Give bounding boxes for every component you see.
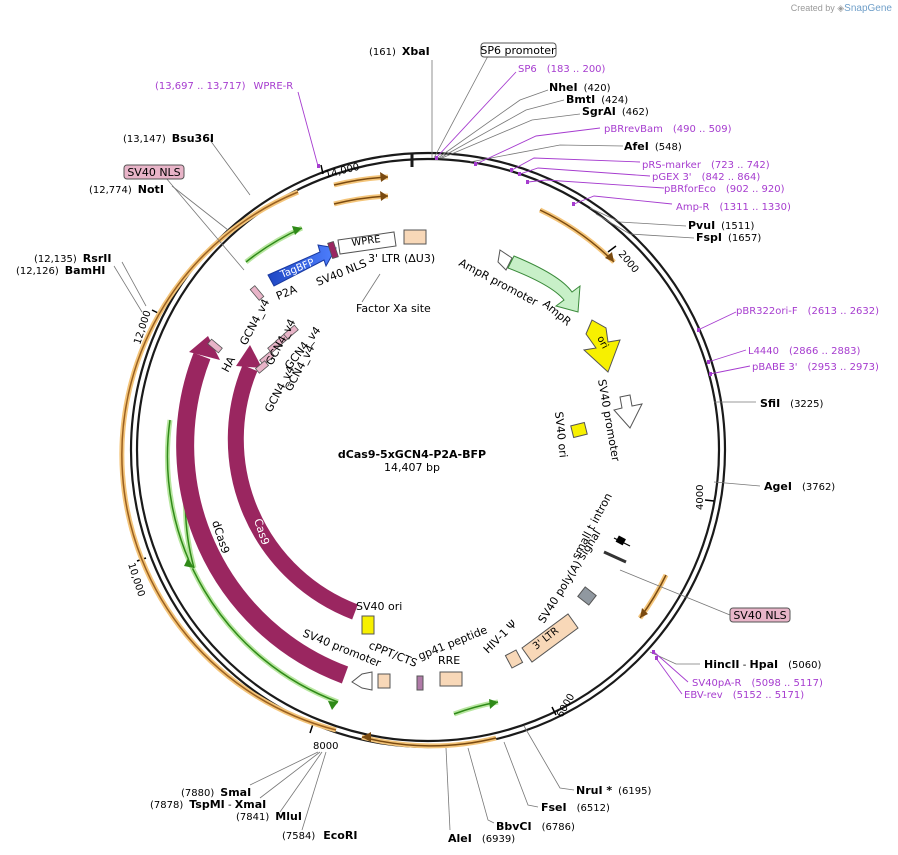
enzyme-sfii: SfiI(3225) xyxy=(760,397,824,410)
hiv1-psi-feature: HIV-1 Ψ xyxy=(481,617,524,669)
plasmid-length: 14,407 bp xyxy=(384,461,440,474)
primer-amp-r: Amp-R(1311 .. 1330) xyxy=(676,202,791,213)
enzyme-bsu36i: (13,147)Bsu36I xyxy=(123,132,214,145)
primer-l4440: L4440(2866 .. 2883) xyxy=(748,346,861,357)
gcn4-a-label: GCN4_v4 xyxy=(237,297,272,348)
rre-feature: gp41 peptide RRE xyxy=(416,623,489,687)
enzyme-nhei: NheI(420) xyxy=(549,81,611,94)
enzyme-smai: (7880)SmaI xyxy=(181,786,251,799)
enzyme-agei: AgeI(3762) xyxy=(764,480,835,493)
cas9-feature: Cas9 xyxy=(227,345,358,620)
sv40-ori-right: SV40 ori xyxy=(552,411,588,458)
p2a-feature: P2A xyxy=(274,283,299,303)
nls-marker-right xyxy=(603,550,627,564)
sv40-ori-left-label: SV40 ori xyxy=(356,600,402,613)
primer-wpre-r: (13,697 .. 13,717)WPRE-R xyxy=(155,81,293,92)
dcas9-feature: dCas9 xyxy=(176,336,349,684)
enzyme-fspi: FspI(1657) xyxy=(696,231,761,244)
primer-ticks xyxy=(317,156,712,660)
gcn4-markers xyxy=(207,285,299,374)
orf-arrowheads-orange xyxy=(362,172,648,742)
primer-sv40pa-r: SV40pA-R(5098 .. 5117) xyxy=(692,678,823,689)
snapgene-credit: Created by ◈SnapGene xyxy=(791,3,892,14)
ori-label: ori xyxy=(594,334,610,351)
rre-label: RRE xyxy=(438,654,460,667)
tick-2000: 2000 xyxy=(616,249,641,276)
primer-pgex3: pGEX 3'(842 .. 864) xyxy=(652,172,760,183)
primer-prs-marker: pRS-marker(723 .. 742) xyxy=(642,160,770,171)
enzyme-pvui: PvuI(1511) xyxy=(688,219,755,232)
gp41-feature xyxy=(416,675,424,691)
primer-leaders xyxy=(297,71,751,695)
sp6-promoter-label: SP6 promoter xyxy=(480,44,556,57)
tick-8000: 8000 xyxy=(313,741,338,752)
enzyme-noti: (12,774)NotI xyxy=(89,183,164,196)
primer-pbabe3: pBABE 3'(2953 .. 2973) xyxy=(752,362,879,373)
ori-feature: ori xyxy=(582,319,621,373)
ha-label: HA xyxy=(219,354,238,374)
credit-brand: SnapGene xyxy=(844,3,892,14)
enzyme-fsei: FseI(6512) xyxy=(541,801,610,814)
enzyme-bamhi: (12,126)BamHI xyxy=(16,264,105,277)
sv40-promoter-right-label: SV40 promoter xyxy=(595,378,622,463)
snapgene-logo-icon: ◈ xyxy=(837,3,845,13)
primer-sp6: SP6(183 .. 200) xyxy=(518,64,606,75)
primer-pbrrevbam: pBRrevBam(490 .. 509) xyxy=(604,124,732,135)
tagbfp-label: TagBFP xyxy=(278,257,316,281)
ltr-du3-label: 3' LTR (ΔU3) xyxy=(368,252,435,265)
factor-xa-label: Factor Xa site xyxy=(356,302,431,315)
credit-prefix: Created by xyxy=(790,3,835,13)
enzyme-mlui: (7841)MluI xyxy=(236,810,302,823)
primer-pbrforeco: pBRforEco(902 .. 920) xyxy=(664,184,785,195)
enzyme-tspmi-xmai: (7878)TspMI - XmaI xyxy=(150,798,266,811)
enzyme-sgrai: SgrAI(462) xyxy=(582,105,649,118)
orf-arrowheads-green xyxy=(184,226,498,710)
enzyme-alei: AleI(6939) xyxy=(448,832,515,845)
ampr-promoter-feature: AmpR promoter xyxy=(457,249,540,309)
enzyme-rsrii: (12,135)RsrII xyxy=(34,252,111,265)
wpre-label: WPRE xyxy=(351,234,381,249)
plasmid-name: dCas9-5xGCN4-P2A-BFP xyxy=(338,448,486,461)
p2a-label: P2A xyxy=(274,283,299,303)
hiv1-psi-label: HIV-1 Ψ xyxy=(481,617,520,656)
enzyme-afei: AfeI(548) xyxy=(624,140,682,153)
enzyme-leaders xyxy=(113,60,761,831)
enzyme-xbai: (161)XbaI xyxy=(369,45,430,58)
enzyme-bbvci: BbvCI(6786) xyxy=(496,820,575,833)
primer-ebv-rev: EBV-rev(5152 .. 5171) xyxy=(684,690,804,701)
sv40-ori-left: SV40 ori xyxy=(356,600,402,635)
sp6-promoter-box: SP6 promoter xyxy=(433,42,557,159)
enzyme-labels: (161)XbaI NheI(420) BmtI(424) SgrAI(462)… xyxy=(16,45,835,845)
sv40-nls-left-box: SV40 NLS xyxy=(123,164,185,180)
enzyme-bmti: BmtI(424) xyxy=(566,93,628,106)
sv40-polya-feature: SV40 poly(A) signal xyxy=(536,528,604,626)
sv40-ori-right-label: SV40 ori xyxy=(552,411,570,458)
enzyme-ecori: (7584)EcoRI xyxy=(282,829,357,842)
factor-xa-feature: Factor Xa site xyxy=(356,273,431,315)
sv40-nls-left-label: SV40 NLS xyxy=(127,166,180,179)
sv40-nls-label: SV40 NLS xyxy=(314,257,368,289)
sv40-promoter-right: SV40 promoter xyxy=(595,378,643,463)
ltr3-feature: 3' LTR xyxy=(521,613,579,663)
sv40-polya-label: SV40 poly(A) signal xyxy=(536,528,604,626)
tick-6000: 6000 xyxy=(555,692,577,720)
primer-pbr322ori-f: pBR322ori-F(2613 .. 2632) xyxy=(736,306,879,317)
enzyme-hincii-hpai: HincII - HpaI(5060) xyxy=(704,658,821,671)
primer-labels: SP6(183 .. 200) pBRrevBam(490 .. 509) pR… xyxy=(155,64,879,701)
tick-4000: 4000 xyxy=(695,485,706,510)
ltr-du3-feature: 3' LTR (ΔU3) xyxy=(368,229,435,265)
wpre-feature: WPRE xyxy=(337,231,397,255)
sv40-nls-right-label: SV40 NLS xyxy=(733,609,786,622)
sv40-nls-right-box: SV40 NLS xyxy=(729,607,791,623)
enzyme-nrui: NruI *(6195) xyxy=(576,784,651,797)
